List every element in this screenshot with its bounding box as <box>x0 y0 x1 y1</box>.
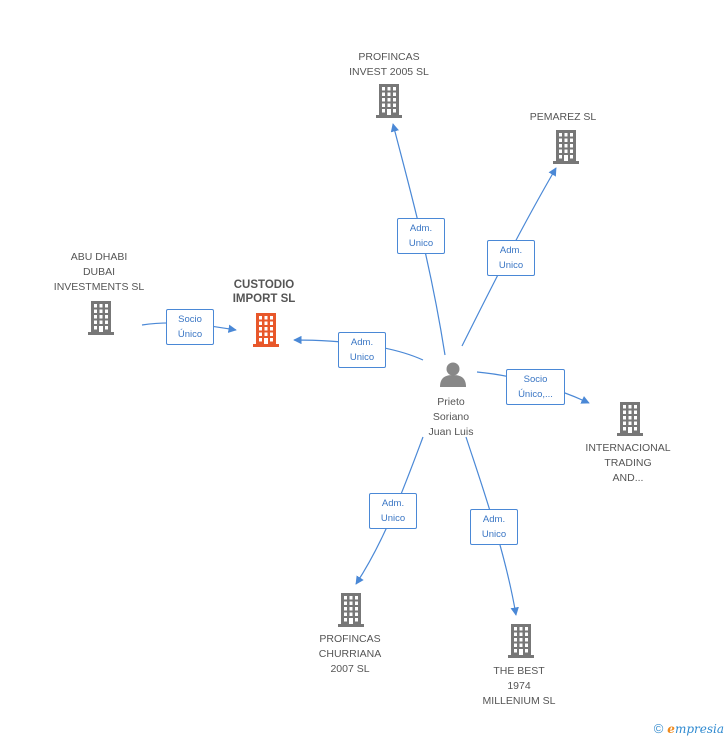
building-icon[interactable] <box>338 593 364 627</box>
person-name-line: Juan Luis <box>428 426 474 438</box>
relation-text: Unico <box>408 238 434 249</box>
company-name-line: INVESTMENTS SL <box>53 281 145 293</box>
relation-text: Adm. <box>381 498 405 509</box>
relation-text: Unico <box>349 352 375 363</box>
relation-text: Adm. <box>350 337 374 348</box>
company-name-line: DUBAI <box>82 266 116 278</box>
building-icon[interactable] <box>553 130 579 164</box>
company-name-line: AND... <box>612 472 644 484</box>
company-name-line: ABU DHABI <box>70 251 128 263</box>
company-name-line: IMPORT SL <box>232 293 296 305</box>
relation-label-custodio[interactable]: Adm. Unico <box>338 332 386 368</box>
relation-text: Unico <box>481 529 507 540</box>
company-label-profincas-churriana[interactable]: PROFINCAS CHURRIANA 2007 SL <box>280 632 420 677</box>
relation-text: Adm. <box>409 223 433 234</box>
relation-text: Adm. <box>482 514 506 525</box>
relation-text: Socio <box>523 374 548 385</box>
building-icon[interactable] <box>376 84 402 118</box>
relation-text: Unico <box>380 513 406 524</box>
brand-logo: empresia <box>667 721 724 736</box>
company-name-line: TRADING <box>604 457 652 469</box>
building-icon[interactable] <box>253 313 279 347</box>
relation-text: Único,... <box>518 389 553 400</box>
person-name-line: Prieto <box>437 396 465 408</box>
company-name-line: CHURRIANA <box>318 648 382 660</box>
relation-text: Unico <box>498 260 524 271</box>
company-name-line: INVEST 2005 SL <box>349 66 429 78</box>
building-icon[interactable] <box>88 301 114 335</box>
relation-text: Adm. <box>499 245 523 256</box>
relation-text: Socio <box>178 314 202 325</box>
company-name-line: 2007 SL <box>330 663 370 675</box>
copyright-icon: © <box>653 721 664 736</box>
relation-text: Único <box>177 329 203 340</box>
company-name-line: CUSTODIO <box>233 279 295 291</box>
company-label-abu-dhabi[interactable]: ABU DHABI DUBAI INVESTMENTS SL <box>29 250 169 295</box>
company-name-line: INTERNACIONAL <box>585 442 671 454</box>
company-label-custodio[interactable]: CUSTODIO IMPORT SL <box>194 278 334 306</box>
person-name-line: Soriano <box>432 411 470 423</box>
brand-footer: © empresia <box>654 721 724 736</box>
company-name-line: MILLENIUM SL <box>482 695 556 707</box>
company-label-internacional[interactable]: INTERNACIONAL TRADING AND... <box>558 441 698 486</box>
building-icon[interactable] <box>617 402 643 436</box>
company-name-line: THE BEST <box>493 665 545 677</box>
relation-label-profincas-churriana[interactable]: Adm. Unico <box>369 493 417 529</box>
relation-label-the-best[interactable]: Adm. Unico <box>470 509 518 545</box>
relation-label-pemarez[interactable]: Adm. Unico <box>487 240 535 276</box>
building-icon[interactable] <box>508 624 534 658</box>
company-label-pemarez[interactable]: PEMAREZ SL <box>493 110 633 125</box>
relation-label-profincas-invest[interactable]: Adm. Unico <box>397 218 445 254</box>
company-name-line: PEMAREZ SL <box>529 111 597 123</box>
company-label-profincas-invest[interactable]: PROFINCAS INVEST 2005 SL <box>319 50 459 80</box>
company-name-line: 1974 <box>507 680 531 692</box>
company-name-line: PROFINCAS <box>358 51 420 63</box>
company-name-line: PROFINCAS <box>319 633 381 645</box>
person-icon[interactable] <box>440 362 466 388</box>
